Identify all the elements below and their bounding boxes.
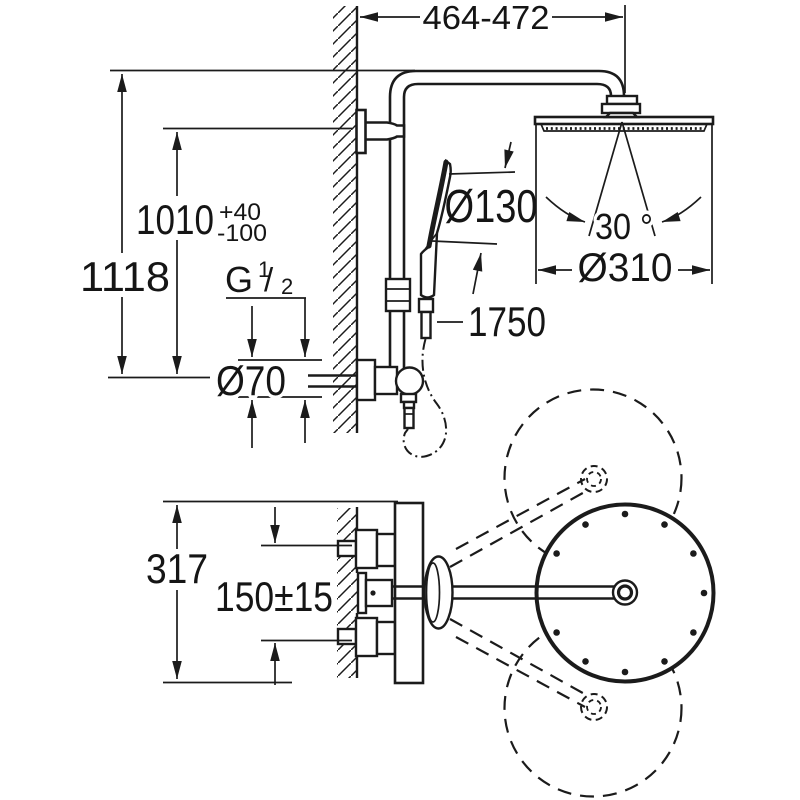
- wall-hatch: [333, 6, 357, 433]
- bracket-arm: [363, 121, 406, 141]
- hand-shower-body: [419, 158, 452, 299]
- shower-pipe-and-rail: [388, 69, 626, 368]
- head-center-joint: [611, 579, 639, 606]
- head-diameter-label: Ø310: [578, 246, 673, 290]
- thermostat-valve-front: [308, 358, 425, 430]
- wall-bracket: [355, 108, 406, 155]
- top-view: 317 150±15: [146, 388, 716, 798]
- dimension-supply-connection: G 1 / 2 Ø70: [213, 257, 322, 448]
- supply-nipple-bottom: [336, 627, 358, 646]
- swivel-arm-down-edge: [455, 636, 586, 708]
- dim-boundary-upper: [448, 171, 516, 175]
- dimension-hose-length: 1750: [437, 298, 546, 345]
- thread-letter-label: G: [225, 259, 253, 300]
- valve-body: [373, 365, 399, 396]
- dimension-head-diameter: Ø310: [535, 123, 713, 290]
- thread-numerator-label: 1: [258, 257, 270, 282]
- hand-shower-diameter-label: Ø130: [445, 180, 538, 232]
- dim-arrow-upper: [504, 141, 514, 169]
- hand-shower-face: [426, 159, 449, 249]
- dimension-upper-height: 1010 +40 -100: [136, 127, 352, 374]
- holder-body: [384, 277, 412, 313]
- swivel-arm-up-edge: [455, 478, 586, 550]
- swivel-arm-down-edge: [449, 618, 591, 698]
- swivel-joint-up: [580, 465, 608, 493]
- dimension-top-width: 464-472: [360, 0, 626, 93]
- hose-coupling: [420, 310, 432, 340]
- angle-leader-right: [661, 196, 702, 223]
- hand-shower-neck-line: [423, 232, 438, 252]
- pipe-outer-line: [388, 69, 626, 368]
- hose-outlet: [403, 406, 415, 430]
- bracket-plate: [355, 108, 367, 155]
- dimension-projection-depth: 317: [146, 500, 398, 684]
- pipe-inner-line: [402, 82, 613, 368]
- shower-arm-top: [392, 555, 614, 630]
- cartridge-slab: [356, 571, 368, 615]
- thread-slash-label: /: [264, 261, 274, 298]
- wall-hatch: [337, 508, 357, 678]
- dimension-total-height: 1118: [80, 69, 415, 379]
- supply-spacing-label: 150±15: [215, 573, 333, 620]
- total-height-label: 1118: [80, 253, 170, 300]
- front-view: 30 ° Ø310 Ø130 1750: [80, 0, 715, 458]
- arm-escutcheon-cone: [423, 555, 454, 630]
- rail-holder: [384, 277, 412, 313]
- joint-outer: [611, 579, 639, 606]
- swivel-range: [449, 388, 683, 798]
- swivel-joint-down: [580, 693, 608, 721]
- upper-height-label: 1010: [136, 196, 214, 243]
- spray-angle-line-left: [588, 121, 623, 237]
- spray-angle-label: 30 °: [595, 206, 653, 247]
- supply-escutcheon-bottom: [354, 616, 379, 658]
- spray-angle-line-right: [621, 121, 656, 237]
- temperature-knob: [394, 366, 425, 396]
- tolerance-plus-label: +40: [219, 199, 261, 226]
- head-nozzles: [553, 510, 708, 676]
- supply-nipple-top: [336, 539, 358, 558]
- hose-length-label: 1750: [468, 298, 546, 345]
- projection-depth-label: 317: [146, 545, 208, 592]
- supply-escutcheon-top: [354, 528, 379, 570]
- hand-shower: [417, 158, 452, 340]
- dim-boundary-lower: [431, 240, 498, 245]
- joint-inner: [616, 584, 634, 601]
- valve-main-body: [393, 501, 425, 685]
- dimension-hand-shower-diameter: Ø130: [431, 141, 538, 295]
- arm-escutcheon-inner: [425, 562, 441, 623]
- connector-cone: [603, 111, 640, 119]
- shower-hose: [402, 338, 448, 458]
- tolerance-minus-label: -100: [217, 220, 267, 247]
- spray-face: [539, 123, 709, 132]
- diverter: [399, 392, 418, 404]
- thread-denominator-label: 2: [281, 274, 293, 299]
- cartridge-screw: [370, 590, 376, 596]
- wall-section-top-view: [337, 507, 359, 678]
- head-shower-side: [533, 94, 715, 132]
- dimension-supply-spacing: 150±15: [215, 507, 352, 685]
- top-width-label: 464-472: [423, 0, 550, 36]
- supply-escutcheon-diameter-label: Ø70: [216, 357, 286, 404]
- valve-escutcheon: [355, 358, 377, 402]
- cartridge-housing: [364, 578, 394, 608]
- ball-joint-connector: [600, 94, 642, 119]
- angle-leader-left: [545, 196, 586, 223]
- swivel-joint-up-inner: [586, 471, 602, 487]
- swivel-joint-down-inner: [586, 699, 602, 715]
- connector-nut-lower: [600, 102, 642, 115]
- dimension-spray-angle: 30 °: [545, 121, 702, 251]
- body-connect-bottom: [375, 620, 397, 656]
- swivel-arm-up-edge: [449, 488, 591, 568]
- hose-nut: [417, 297, 435, 314]
- dim-arrow-lower: [472, 252, 483, 295]
- body-connect-top: [375, 532, 397, 568]
